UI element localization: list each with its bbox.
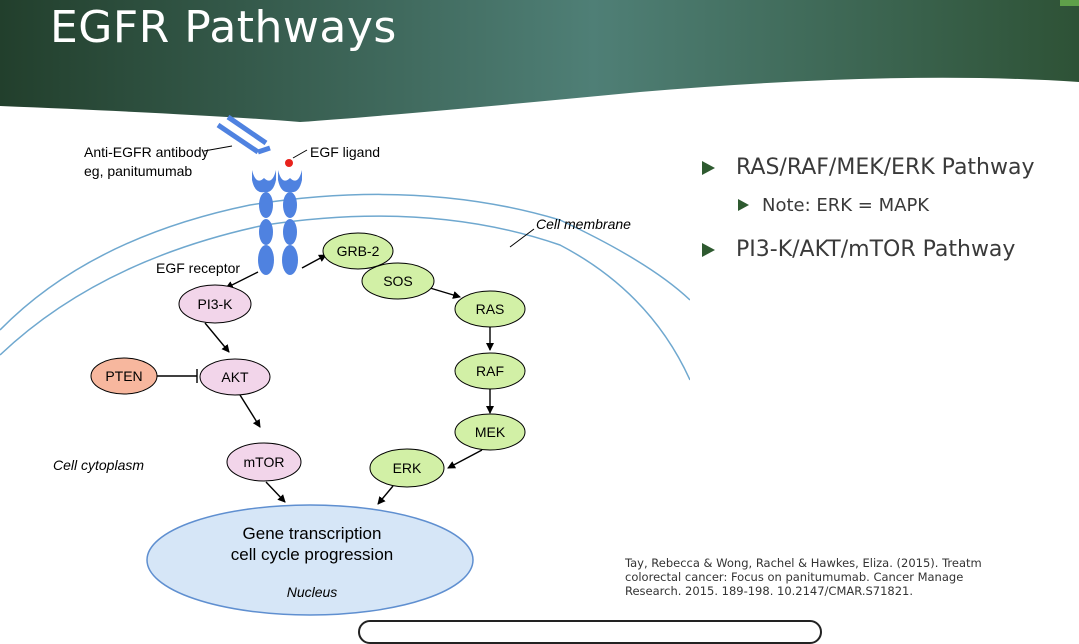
egf-receptor-left [252, 170, 276, 275]
citation-line: colorectal cancer: Focus on panitumumab.… [625, 570, 964, 584]
arrow-receptor-pi3k [225, 271, 259, 289]
node-mtor-label: mTOR [244, 454, 285, 470]
egf-ligand-label: EGF ligand [310, 144, 380, 160]
node-grb2 [322, 232, 394, 270]
cell-membrane-pointer [509, 228, 535, 248]
node-pi3k [178, 284, 252, 324]
node-mtor [226, 442, 302, 482]
header-background [0, 0, 1079, 122]
cell-membrane-label: Cell membrane [536, 216, 631, 232]
citation-line: Tay, Rebecca & Wong, Rachel & Hawkes, El… [625, 556, 982, 570]
slide-header: EGFR Pathways [0, 0, 1079, 125]
egf-receptor-right [278, 170, 302, 275]
egf-ligand-icon [285, 159, 293, 167]
node-raf-label: RAF [476, 363, 504, 379]
arrow-mek-erk [447, 449, 483, 469]
node-pten-label: PTEN [105, 368, 142, 384]
bottom-pill-shape [358, 620, 822, 644]
node-grb2-label: GRB-2 [337, 243, 380, 259]
citation-line: Research. 2015. 189-198. 10.2147/CMAR.S7… [625, 584, 914, 598]
cell-membrane-inner [0, 215, 690, 381]
node-erk [369, 448, 445, 488]
arrow-akt-mtor [239, 394, 261, 428]
nucleus-label: Nucleus [287, 584, 338, 600]
egf-receptor-label: EGF receptor [156, 260, 240, 276]
bullet-arrow-icon [738, 199, 749, 211]
bullet-text: PI3-K/AKT/mTOR Pathway [736, 237, 1016, 262]
page-title: EGFR Pathways [50, 2, 397, 53]
node-mek-label: MEK [475, 424, 506, 440]
bullet-arrow-icon [702, 161, 715, 175]
node-sos [361, 262, 435, 300]
bullet-list: RAS/RAF/MEK/ERK Pathway Note: ERK = MAPK… [700, 155, 1034, 277]
node-pten [90, 357, 158, 395]
node-mek [454, 413, 526, 451]
antibody-pointer [203, 145, 233, 152]
bullet-item: PI3-K/AKT/mTOR Pathway [700, 237, 1034, 277]
antibody-label-line1: Anti-EGFR antibody [84, 144, 209, 160]
arrow-receptor-grb2 [301, 254, 327, 269]
ligand-pointer [292, 149, 308, 159]
citation: Tay, Rebecca & Wong, Rachel & Hawkes, El… [625, 556, 1079, 598]
node-akt-label: AKT [221, 369, 249, 385]
nucleus-text-line1: Gene transcription [243, 524, 382, 543]
antibody-label-line2: eg, panitumumab [84, 163, 192, 179]
bullet-text: RAS/RAF/MEK/ERK Pathway [736, 155, 1035, 180]
arrow-pi3k-akt [204, 322, 230, 353]
node-sos-label: SOS [383, 273, 413, 289]
egfr-pathway-diagram: PI3-K AKT mTOR PTEN GRB-2 SOS RAS RAF ME… [0, 114, 690, 616]
bullet-item: RAS/RAF/MEK/ERK Pathway [700, 155, 1034, 195]
node-akt [199, 358, 271, 396]
arrow-mtor-nucleus [265, 481, 286, 503]
cell-cytoplasm-label: Cell cytoplasm [53, 457, 144, 473]
nucleus-text-line2: cell cycle progression [231, 545, 394, 564]
pten-inhibition [156, 369, 198, 383]
bullet-text: Note: ERK = MAPK [762, 195, 930, 216]
node-erk-label: ERK [393, 460, 422, 476]
cell-membrane-outer [0, 193, 690, 331]
node-raf [454, 352, 526, 390]
node-pi3k-label: PI3-K [197, 296, 233, 312]
arrow-erk-nucleus [377, 485, 394, 505]
arrow-sos-ras [429, 287, 461, 299]
bullet-item: Note: ERK = MAPK [700, 195, 1034, 237]
node-ras [454, 290, 526, 328]
bullet-arrow-icon [702, 243, 715, 257]
node-ras-label: RAS [476, 301, 505, 317]
nucleus-shape [146, 504, 474, 616]
anti-egfr-antibody-icon [216, 114, 271, 155]
